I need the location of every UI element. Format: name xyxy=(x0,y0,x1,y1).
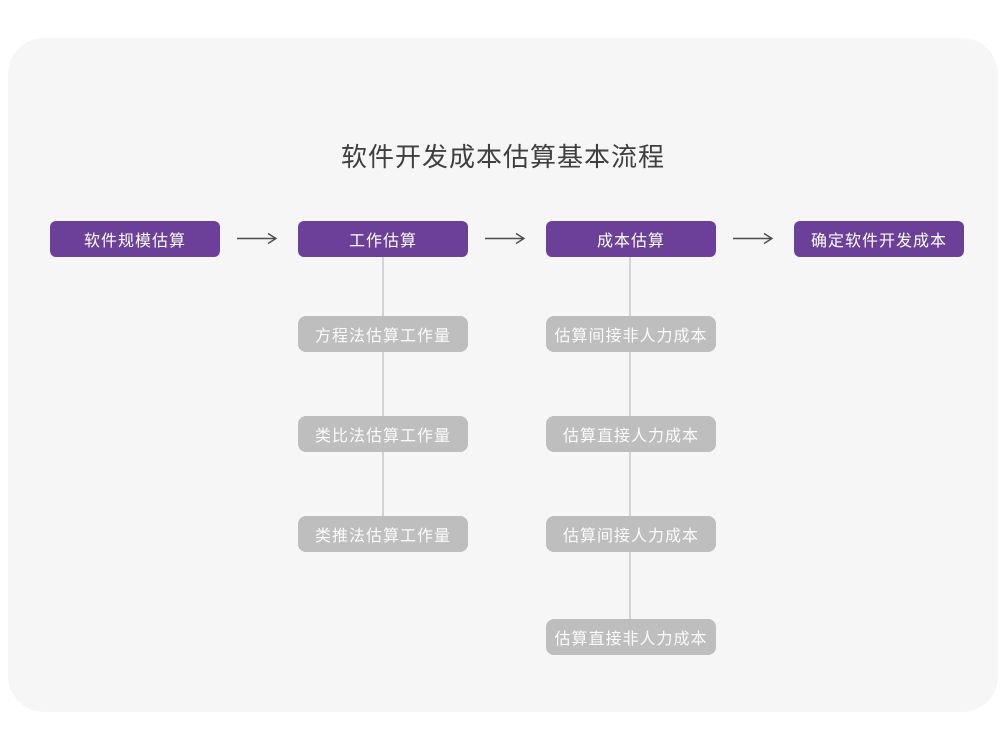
arrow-right-icon xyxy=(484,231,528,246)
arrow-right-icon xyxy=(236,231,280,246)
substep-direct-labor-cost: 估算直接人力成本 xyxy=(546,416,716,452)
connector-line-work-estimation xyxy=(382,256,384,517)
substep-direct-non-labor-cost: 估算直接非人力成本 xyxy=(546,619,716,655)
arrow-right-icon xyxy=(732,231,776,246)
node-determine-software-development-cost: 确定软件开发成本 xyxy=(794,221,964,257)
substep-indirect-labor-cost: 估算间接人力成本 xyxy=(546,516,716,552)
node-software-scale-estimation: 软件规模估算 xyxy=(50,221,220,257)
diagram-title: 软件开发成本估算基本流程 xyxy=(340,142,665,172)
substep-analogy-method-workload: 类比法估算工作量 xyxy=(298,416,468,452)
diagram-card: 软件开发成本估算基本流程 软件规模估算 工作估算 成本估算 确定软件开发成本 方… xyxy=(8,38,998,712)
node-work-estimation: 工作估算 xyxy=(298,221,468,257)
substep-extrapolation-method-workload: 类推法估算工作量 xyxy=(298,516,468,552)
substep-indirect-non-labor-cost: 估算间接非人力成本 xyxy=(546,316,716,352)
substep-equation-method-workload: 方程法估算工作量 xyxy=(298,316,468,352)
node-cost-estimation: 成本估算 xyxy=(546,221,716,257)
